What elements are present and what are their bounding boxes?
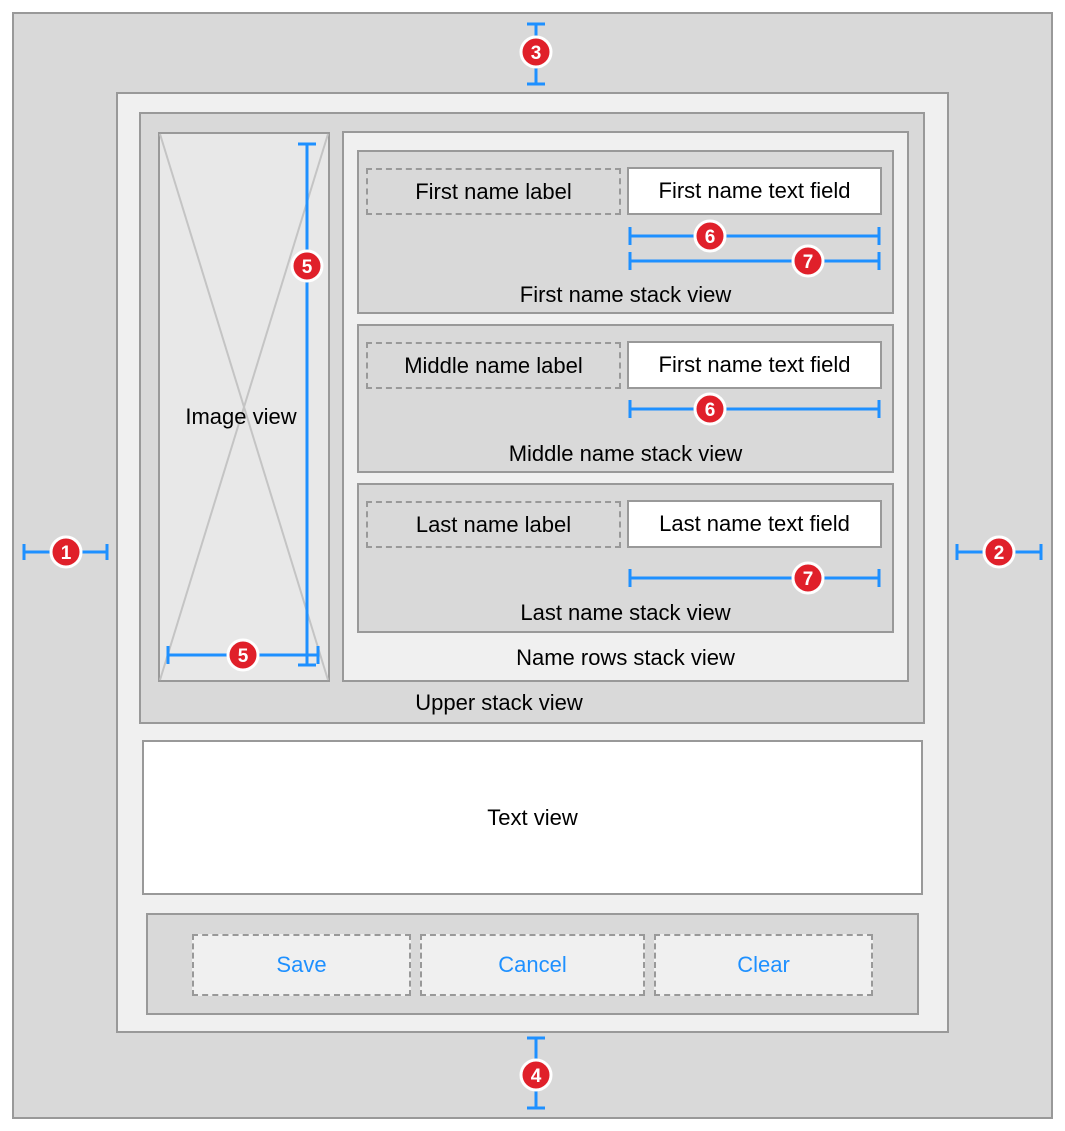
last-name-label: Last name label — [366, 501, 621, 548]
text-view[interactable]: Text view — [142, 740, 923, 895]
first-name-stack-caption: First name stack view — [519, 282, 732, 307]
first-name-label: First name label — [366, 168, 621, 215]
last-name-stack-caption: Last name stack view — [520, 600, 731, 625]
name-rows-stack-caption: Name rows stack view — [516, 645, 735, 670]
upper-stack-caption: Upper stack view — [415, 690, 583, 715]
clear-button[interactable]: Clear — [654, 934, 873, 996]
last-name-text-field[interactable]: Last name text field — [627, 500, 882, 548]
cancel-button[interactable]: Cancel — [420, 934, 645, 996]
middle-name-text-field[interactable]: First name text field — [627, 341, 882, 389]
image-view-label: Image view — [185, 404, 297, 429]
middle-name-label: Middle name label — [366, 342, 621, 389]
save-button[interactable]: Save — [192, 934, 411, 996]
first-name-text-field[interactable]: First name text field — [627, 167, 882, 215]
middle-name-stack-caption: Middle name stack view — [508, 441, 743, 466]
